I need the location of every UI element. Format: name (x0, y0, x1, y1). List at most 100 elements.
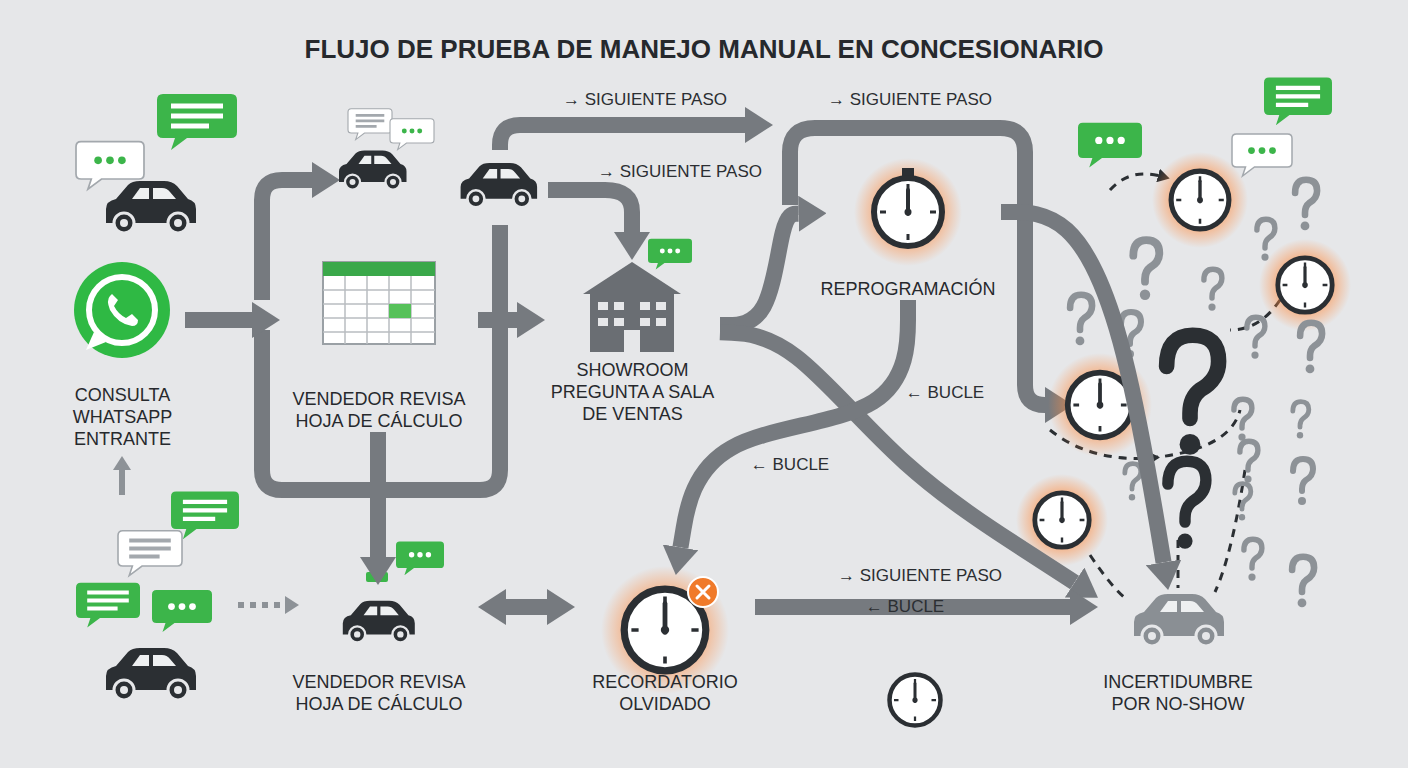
flow-annotation: ← BUCLE (751, 455, 829, 475)
flow-annotation: → SIGUIENTE PASO (598, 162, 762, 182)
node-label: REPROGRAMACIÓN (820, 278, 995, 300)
question-mark (1168, 461, 1206, 548)
flow-arrow (680, 300, 908, 547)
process-node: VENDEDOR REVISA HOJA DE CÁLCULO (280, 585, 478, 715)
chat-bubble (390, 119, 434, 150)
building-icon (583, 262, 681, 352)
process-node: CONSULTA WHATSAPP ENTRANTE (60, 262, 185, 450)
question-mark (1240, 441, 1258, 482)
question-mark (1070, 295, 1092, 346)
clock-icon (1278, 258, 1332, 312)
error-badge (688, 577, 718, 607)
flow-arrow (478, 312, 517, 328)
clock-icon (1152, 152, 1248, 248)
question-mark (1300, 323, 1322, 374)
flow-arrow (370, 432, 386, 557)
building-icon (624, 330, 640, 352)
question-mark (1235, 484, 1251, 521)
car-icon (461, 163, 537, 207)
clock-icon (1171, 171, 1229, 229)
clock-icon (601, 152, 1351, 726)
clock-icon (1259, 239, 1351, 331)
node-label: VENDEDOR REVISA HOJA DE CÁLCULO (280, 388, 478, 432)
question-mark (1293, 459, 1313, 505)
node-label: CONSULTA WHATSAPP ENTRANTE (60, 384, 185, 450)
chat-bubble (396, 542, 444, 576)
car-icon (106, 648, 196, 700)
flow-annotation: → SIGUIENTE PASO (828, 90, 992, 110)
error-badge (697, 586, 709, 598)
chat-bubble (366, 572, 388, 582)
question-mark (1295, 180, 1317, 231)
process-node: REPROGRAMACIÓN (815, 170, 1001, 300)
whatsapp-icon (89, 277, 155, 343)
car-icon (106, 151, 1224, 701)
building-icon (590, 294, 674, 352)
chat-bubble (648, 239, 692, 270)
clock-icon (854, 158, 962, 266)
clock-icon (874, 178, 942, 246)
spreadsheet-icon (323, 262, 435, 276)
question-mark (1133, 240, 1159, 300)
whatsapp-icon (74, 262, 170, 358)
car-icon (106, 181, 196, 233)
small-arrow (119, 470, 125, 495)
node-label: INCERTIDUMBRE POR NO-SHOW (1098, 671, 1258, 715)
flow-decoration (548, 190, 632, 232)
whatsapp-icon (108, 294, 138, 326)
question-mark (1125, 464, 1141, 501)
error-badge (688, 577, 718, 607)
dashed-path (1110, 174, 1160, 190)
process-node: INCERTIDUMBRE POR NO-SHOW (1098, 590, 1258, 715)
clock-icon (1035, 493, 1089, 547)
flow-annotation: ← BUCLE (906, 383, 984, 403)
building-icon (598, 302, 666, 326)
node-label: SHOWROOM PREGUNTA A SALA DE VENTAS (545, 359, 720, 425)
car-icon (343, 601, 415, 643)
question-mark (1234, 399, 1252, 440)
chat-bubble (152, 590, 212, 632)
chat-bubble (118, 531, 182, 576)
process-node: RECORDATORIO OLVIDADO (575, 575, 755, 715)
question-mark (1293, 402, 1309, 439)
connector-group (185, 212, 1164, 607)
spreadsheet-icon (323, 262, 435, 344)
chat-bubble (76, 142, 144, 190)
small-arrow (238, 602, 285, 608)
flow-decoration (262, 180, 312, 300)
clock-icon (890, 675, 941, 726)
chat-bubble (1078, 123, 1142, 168)
chat-bubble (157, 94, 237, 150)
question-mark (1204, 269, 1222, 310)
question-mark (1244, 539, 1262, 580)
dashed-path (1090, 555, 1125, 598)
flow-decoration (790, 128, 1045, 405)
chat-bubble (1264, 78, 1332, 126)
dashed-path (1215, 470, 1245, 592)
question-mark (1292, 557, 1314, 608)
whatsapp-icon (86, 332, 106, 350)
spreadsheet-icon (389, 304, 411, 318)
question-mark (1070, 180, 1322, 608)
flow-arrow (1001, 212, 1164, 562)
whatsapp-icon (74, 262, 170, 358)
question-mark (1167, 335, 1219, 455)
chat-bubble (1232, 134, 1292, 176)
node-label: VENDEDOR REVISA HOJA DE CÁLCULO (280, 671, 478, 715)
building-icon (583, 262, 681, 294)
diagram-title: FLUJO DE PRUEBA DE MANEJO MANUAL EN CONC… (0, 34, 1408, 65)
chat-bubble (76, 583, 140, 628)
spreadsheet-icon (323, 262, 435, 344)
flow-decoration (500, 125, 745, 150)
car-icon (339, 151, 407, 190)
flow-annotation: → SIGUIENTE PASO (838, 566, 1002, 586)
chat-bubble (348, 109, 392, 140)
dashed-path (1177, 540, 1180, 588)
chat-bubble (76, 78, 1332, 632)
question-mark (1247, 317, 1265, 358)
flow-annotation: ← BUCLE (866, 597, 944, 617)
question-mark (1257, 219, 1275, 260)
spreadsheet-icon (323, 276, 435, 344)
